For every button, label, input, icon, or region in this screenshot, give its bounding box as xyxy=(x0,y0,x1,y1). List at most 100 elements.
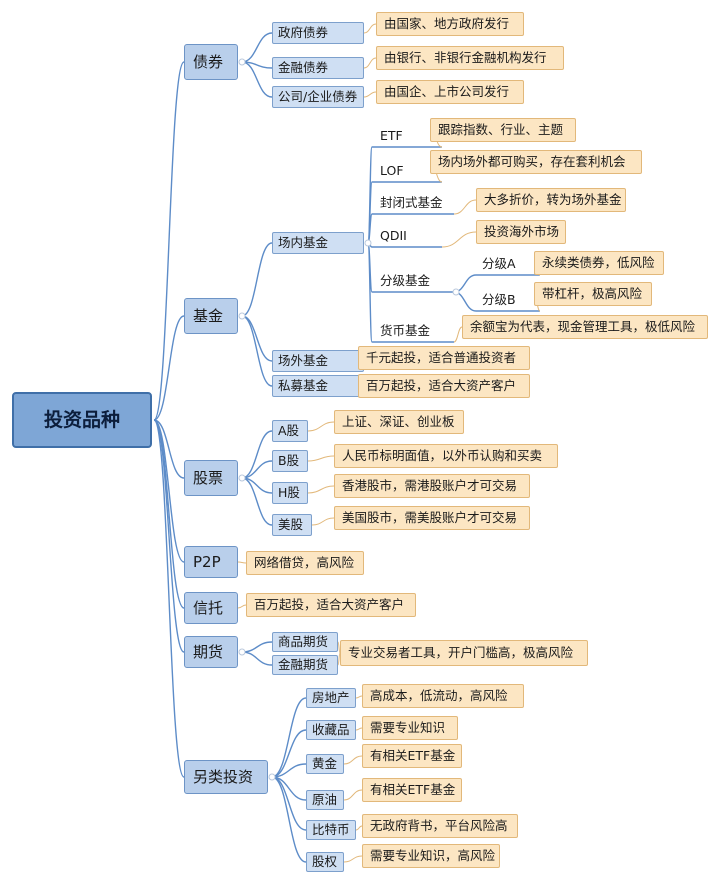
link-c6-c6s0 xyxy=(271,697,307,778)
note-crude-oil: 有相关ETF基金 xyxy=(362,778,462,802)
category-stocks[interactable]: 股票 xyxy=(184,460,238,496)
note-link-f2n xyxy=(453,199,477,215)
note-link-c6s4n xyxy=(355,825,363,831)
node-financial-bonds[interactable]: 金融债券 xyxy=(272,57,364,79)
note-link-c0s1n xyxy=(363,57,377,69)
note-link-c2s3n xyxy=(311,517,335,526)
link-c0-c0s0 xyxy=(241,32,273,63)
node-government-bonds[interactable]: 政府债券 xyxy=(272,22,364,44)
node-qdii[interactable]: QDII xyxy=(380,227,407,243)
note-link-c6s0n xyxy=(355,695,363,699)
note-lof: 场内场外都可购买，存在套利机会 xyxy=(430,150,642,174)
node-private-funds[interactable]: 私募基金 xyxy=(272,375,364,397)
node-commodity-futures[interactable]: 商品期货 xyxy=(272,632,338,652)
note-link-c0s2n xyxy=(363,91,377,98)
link-c5-c5s0 xyxy=(241,641,273,653)
collapse-knob[interactable] xyxy=(452,288,460,296)
note-equity: 需要专业知识，高风险 xyxy=(362,844,500,868)
link-c2-c2s3 xyxy=(241,477,273,526)
node-structured-fund[interactable]: 分级基金 xyxy=(380,272,431,288)
root-node[interactable]: 投资品种 xyxy=(12,392,152,448)
category-bonds[interactable]: 债券 xyxy=(184,44,238,80)
note-etf: 跟踪指数、行业、主题 xyxy=(430,118,576,142)
category-futures[interactable]: 期货 xyxy=(184,636,238,668)
collapse-knob[interactable] xyxy=(238,312,246,320)
note-financial-bonds: 由银行、非银行金融机构发行 xyxy=(376,46,564,70)
note-link-c3n xyxy=(237,561,247,564)
note-otc-funds: 千元起投，适合普通投资者 xyxy=(358,346,530,370)
category-funds[interactable]: 基金 xyxy=(184,298,238,334)
note-p2p: 网络借贷，高风险 xyxy=(246,551,364,575)
collapse-knob[interactable] xyxy=(364,239,372,247)
note-link-c5n xyxy=(337,652,341,666)
node-b-shares[interactable]: B股 xyxy=(272,450,308,472)
note-futures: 专业交易者工具，开户门槛高，极高风险 xyxy=(340,640,588,666)
node-us-stocks[interactable]: 美股 xyxy=(272,514,312,536)
node-h-shares[interactable]: H股 xyxy=(272,482,308,504)
note-structured-b: 带杠杆，极高风险 xyxy=(534,282,652,306)
note-a-shares: 上证、深证、创业板 xyxy=(334,410,464,434)
note-link-c6s5n xyxy=(343,855,363,863)
note-us-stocks: 美国股市，需美股账户才可交易 xyxy=(334,506,530,530)
note-money-fund: 余额宝为代表，现金管理工具，极低风险 xyxy=(462,315,708,339)
link-c6-c6s5 xyxy=(271,776,307,863)
link-root-c1 xyxy=(153,315,185,421)
link-root-c0 xyxy=(153,61,185,421)
node-otc-funds[interactable]: 场外基金 xyxy=(272,350,364,372)
note-link-c6s1n xyxy=(355,727,363,731)
note-closed-end-fund: 大多折价，转为场外基金 xyxy=(476,188,626,212)
link-root-c5 xyxy=(153,419,185,653)
node-etf[interactable]: ETF xyxy=(380,127,403,143)
node-financial-futures[interactable]: 金融期货 xyxy=(272,655,338,675)
note-collectibles: 需要专业知识 xyxy=(362,716,458,740)
node-bitcoin[interactable]: 比特币 xyxy=(306,820,356,840)
link-c1-c1s0 xyxy=(241,242,273,317)
node-real-estate[interactable]: 房地产 xyxy=(306,688,356,708)
node-money-fund[interactable]: 货币基金 xyxy=(380,322,431,338)
note-corporate-bonds: 由国企、上市公司发行 xyxy=(376,80,524,104)
node-corporate-bonds[interactable]: 公司/企业债券 xyxy=(272,86,364,108)
link-c1-c1s2 xyxy=(241,315,273,387)
node-exchange-funds[interactable]: 场内基金 xyxy=(272,232,364,254)
category-alternative[interactable]: 另类投资 xyxy=(184,760,268,794)
note-link-c2s0n xyxy=(307,421,335,432)
note-b-shares: 人民币标明面值，以外币认购和买卖 xyxy=(334,444,558,468)
node-gold[interactable]: 黄金 xyxy=(306,754,344,774)
node-a-shares[interactable]: A股 xyxy=(272,420,308,442)
collapse-knob[interactable] xyxy=(238,648,246,656)
collapse-knob[interactable] xyxy=(238,58,246,66)
node-crude-oil[interactable]: 原油 xyxy=(306,790,344,810)
link-c5-c5s1 xyxy=(241,651,273,666)
node-lof[interactable]: LOF xyxy=(380,162,404,178)
note-link-f3n xyxy=(441,231,477,248)
node-closed-end-fund[interactable]: 封闭式基金 xyxy=(380,194,443,210)
note-link-c0s0n xyxy=(363,23,377,34)
note-link-c2s2n xyxy=(307,485,335,494)
note-link-f5n xyxy=(453,326,463,343)
note-gold: 有相关ETF基金 xyxy=(362,744,462,768)
note-government-bonds: 由国家、地方政府发行 xyxy=(376,12,524,36)
collapse-knob[interactable] xyxy=(238,474,246,482)
note-link-c2s1n xyxy=(307,455,335,462)
collapse-knob[interactable] xyxy=(268,773,276,781)
category-trust[interactable]: 信托 xyxy=(184,592,238,624)
node-structured-a[interactable]: 分级A xyxy=(482,255,516,271)
note-bitcoin: 无政府背书，平台风险高 xyxy=(362,814,518,838)
node-collectibles[interactable]: 收藏品 xyxy=(306,720,356,740)
note-private-funds: 百万起投，适合大资产客户 xyxy=(358,374,530,398)
link-c6-c6s1 xyxy=(271,729,307,778)
link-c6-c6s2 xyxy=(271,763,307,778)
note-real-estate: 高成本，低流动，高风险 xyxy=(362,684,524,708)
note-structured-a: 永续类债券，低风险 xyxy=(534,251,664,275)
link-c0-c0s2 xyxy=(241,61,273,98)
category-p2p[interactable]: P2P xyxy=(184,546,238,578)
note-link-c6s2n xyxy=(343,755,363,765)
link-root-c2 xyxy=(153,419,185,479)
node-structured-b[interactable]: 分级B xyxy=(482,291,516,307)
note-link-c6s3n xyxy=(343,789,363,801)
note-trust: 百万起投，适合大资产客户 xyxy=(246,593,416,617)
note-link-c4n xyxy=(237,604,247,609)
node-equity[interactable]: 股权 xyxy=(306,852,344,872)
